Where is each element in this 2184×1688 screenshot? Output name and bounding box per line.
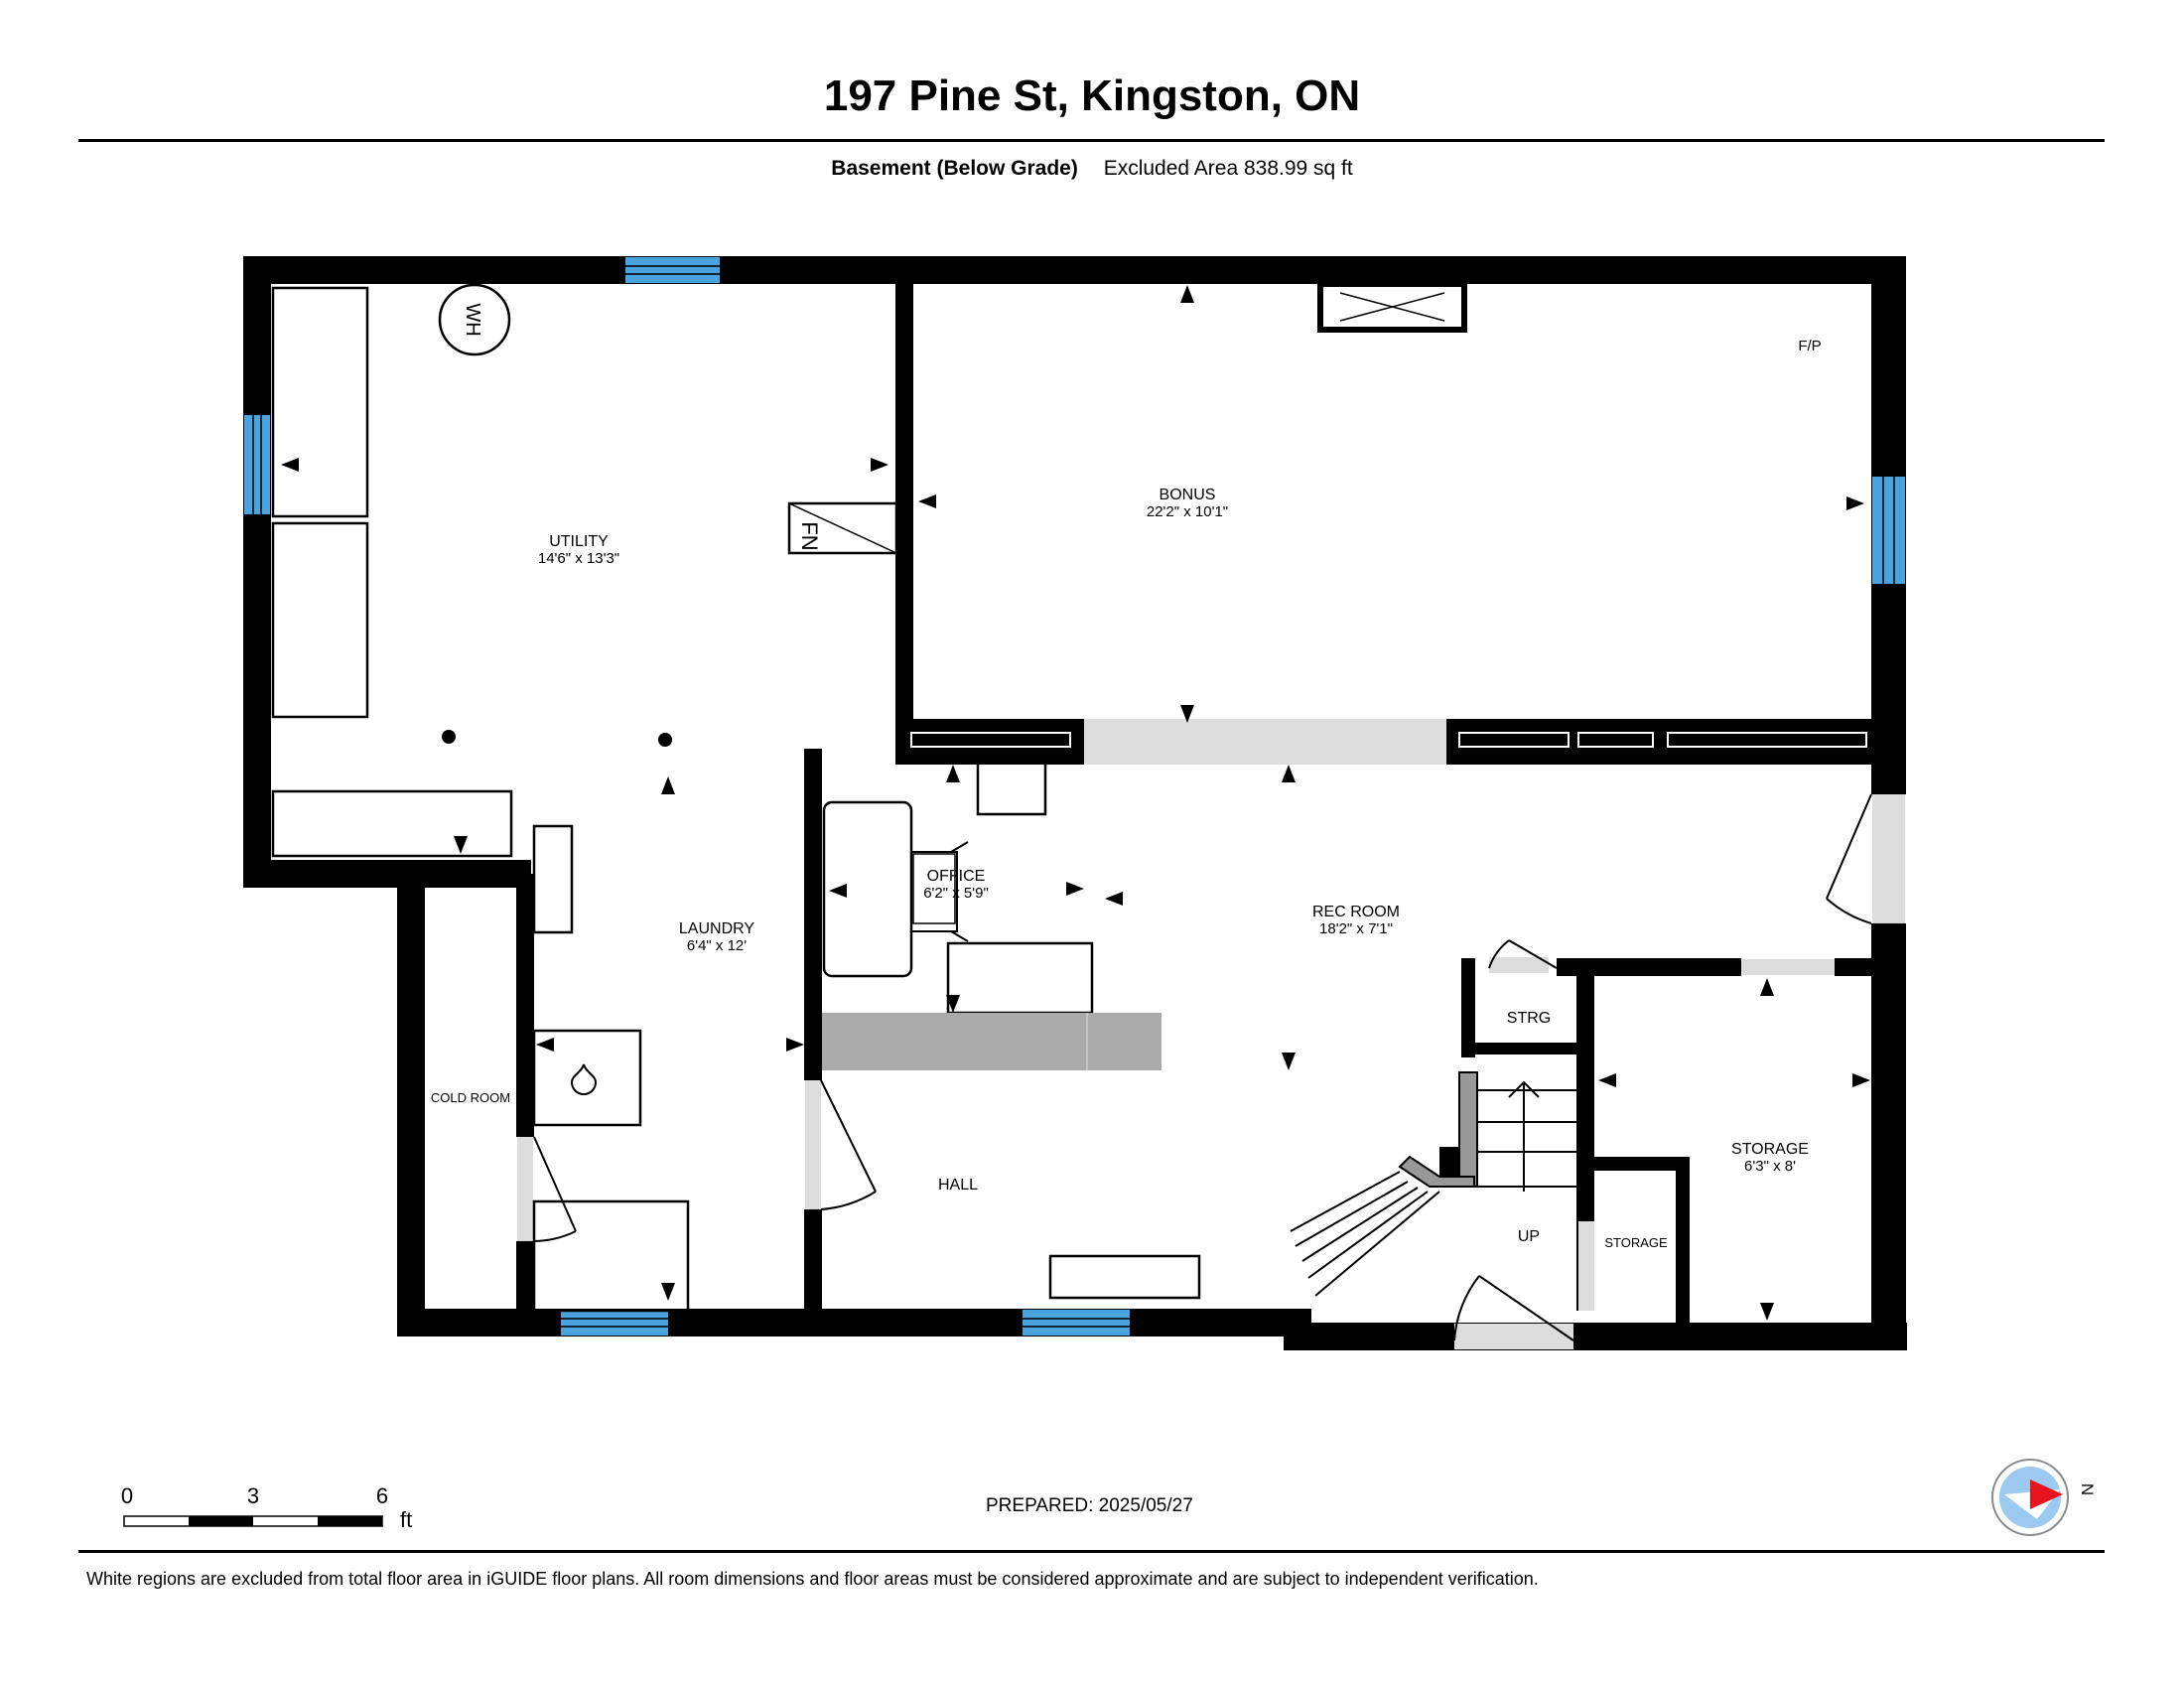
window: [561, 1310, 668, 1336]
counter: [822, 1013, 1161, 1070]
level-name: Basement (Below Grade): [831, 157, 1078, 180]
window: [1872, 477, 1905, 584]
scale-bar: 0 3 6 ft: [121, 1483, 412, 1532]
disclaimer: White regions are excluded from total fl…: [86, 1569, 1539, 1589]
compass-north-label: N: [2078, 1483, 2097, 1495]
water-heater-label: WH: [462, 303, 483, 336]
room-labels: UTILITY 14'6" x 13'3" BONUS 22'2" x 10'1…: [431, 338, 1822, 1250]
cabinet-strip: [910, 732, 1867, 748]
post-icon: [658, 733, 672, 747]
scale-unit: ft: [400, 1507, 412, 1532]
room-utility-name: UTILITY: [549, 533, 609, 550]
compass-icon: N: [1991, 1459, 2097, 1536]
room-storage-name: STORAGE: [1731, 1141, 1809, 1158]
fireplace-label: F/P: [1798, 338, 1821, 354]
furnace-label: FN: [797, 521, 822, 550]
room-hall-name: HALL: [938, 1177, 978, 1194]
footer-rule: [78, 1550, 2105, 1553]
window: [244, 415, 270, 514]
room-office-name: OFFICE: [927, 868, 986, 885]
area-label: Excluded Area 838.99 sq ft: [1103, 157, 1353, 180]
room-bonus-name: BONUS: [1160, 487, 1216, 503]
scale-tick-6: 6: [376, 1483, 388, 1508]
fixtures: [271, 281, 1467, 1313]
window: [625, 257, 720, 283]
desk-chair-icon: [910, 841, 969, 942]
walls: [243, 256, 1907, 1350]
room-laundry-name: LAUNDRY: [679, 920, 755, 937]
room-storage-dims: 6'3" x 8': [1744, 1158, 1796, 1175]
room-rec-room-dims: 18'2" x 7'1": [1319, 920, 1393, 937]
stairs: [1290, 1071, 1578, 1297]
stairs-up-label: UP: [1518, 1228, 1540, 1245]
title-rule: [78, 139, 2105, 142]
windows: [244, 257, 1905, 1336]
post-icon: [442, 730, 456, 744]
scale-tick-3: 3: [247, 1483, 259, 1508]
door-swings: [533, 793, 1872, 1341]
scale-tick-0: 0: [121, 1483, 133, 1508]
prepared-date: PREPARED: 2025/05/27: [986, 1495, 1193, 1516]
measure-arrows: [281, 285, 1870, 1321]
page-title: 197 Pine St, Kingston, ON: [823, 71, 1361, 120]
window: [1023, 1310, 1130, 1336]
room-utility-dims: 14'6" x 13'3": [538, 550, 619, 567]
room-strg-name: STRG: [1507, 1010, 1551, 1027]
room-cold-room-name: COLD ROOM: [431, 1090, 510, 1105]
water-drop-icon: [570, 1063, 598, 1095]
level-subtitle: Basement (Below Grade) Excluded Area 838…: [0, 157, 2184, 181]
openings: [517, 719, 1905, 1349]
room-bonus-dims: 22'2" x 10'1": [1147, 503, 1228, 520]
water-heater-icon: WH: [438, 283, 511, 356]
room-laundry-dims: 6'4" x 12': [687, 937, 747, 954]
room-storage-small-name: STORAGE: [1604, 1235, 1668, 1250]
room-office-dims: 6'2" x 5'9": [923, 885, 989, 902]
room-rec-room-name: REC ROOM: [1312, 904, 1400, 920]
